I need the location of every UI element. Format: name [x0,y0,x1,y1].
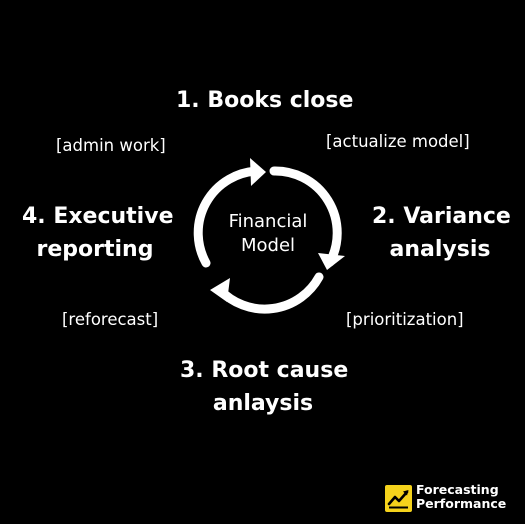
note-prioritization: [prioritization] [346,310,464,329]
arrow-bottom [215,272,324,314]
rising-chart-icon [385,485,412,512]
stage-label-line1: 4. Executive [22,204,174,229]
stage-label-line2: anlaysis [212,391,314,416]
stage-executive-reporting: 4. Executive reporting [22,200,174,266]
stage-label-line2: reporting [36,237,154,262]
stage-label-line1: 3. Root cause [180,358,349,383]
brand-logo: Forecasting Performance [385,482,520,516]
note-reforecast: [reforecast] [62,310,159,329]
center-label-line1: Financial [228,211,308,232]
brand-line1: Forecasting [416,482,499,497]
brand-name: Forecasting Performance [416,483,506,510]
arrowhead-bottom [210,278,230,302]
arrowhead-top [250,158,266,186]
brand-line2: Performance [416,495,507,511]
note-admin-work: [admin work] [56,136,166,155]
stage-label-line1: 2. Variance [372,204,511,229]
center-label-line2: Model [240,235,296,256]
center-label: Financial Model [213,210,323,258]
arrow-top [193,166,262,268]
note-actualize-model: [actualize model] [326,132,470,151]
stage-books-close: 1. Books close [176,84,353,117]
arrow-right [269,166,342,267]
stage-variance-analysis: 2. Variance analysis [372,200,511,266]
stage-label: 1. Books close [176,88,354,113]
stage-label-line2: analysis [389,237,491,262]
stage-root-cause-analysis: 3. Root cause anlaysis [180,354,349,420]
arrowhead-right [318,253,345,270]
